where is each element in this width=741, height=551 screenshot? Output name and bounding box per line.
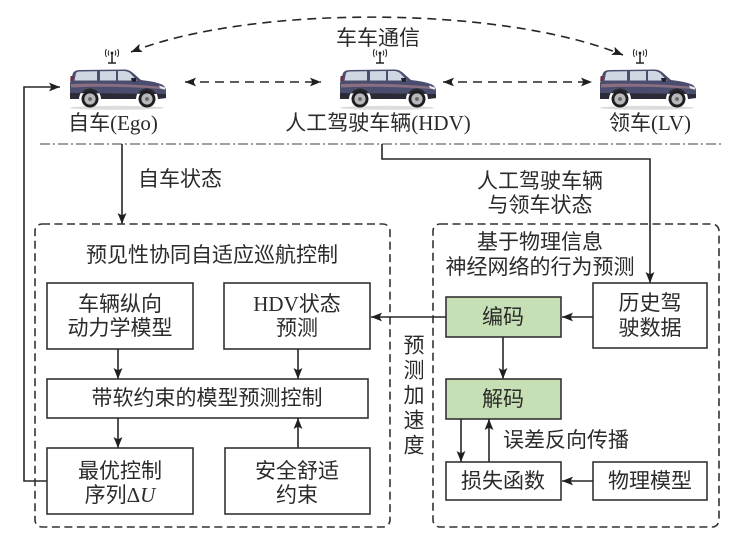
loss-function-label: 损失函数 bbox=[461, 469, 545, 493]
ego-vehicle: 自车(Ego) bbox=[68, 48, 167, 135]
antenna-icon bbox=[372, 48, 388, 64]
vehicle-dynamics-model-box bbox=[46, 282, 194, 350]
hdv-state-prediction-line2: 预测 bbox=[276, 316, 318, 340]
control-variable-symbol: U bbox=[140, 483, 157, 507]
encoder-label: 编码 bbox=[482, 305, 524, 329]
hdv-vehicle: 人工驾驶车辆(HDV) bbox=[285, 48, 471, 135]
predictor-title-line2: 神经网络的行为预测 bbox=[446, 255, 635, 279]
safety-comfort-constraints-line1: 安全舒适 bbox=[255, 459, 339, 483]
vehicle-dynamics-model-line2: 动力学模型 bbox=[68, 316, 173, 340]
hdv-vehicle-label: 人工驾驶车辆(HDV) bbox=[285, 111, 470, 135]
soft-constrained-mpc-label: 带软约束的模型预测控制 bbox=[92, 386, 323, 410]
historical-driving-data-line1: 历史驾 bbox=[619, 291, 682, 315]
ego-state-label: 自车状态 bbox=[138, 167, 222, 191]
decoder-box bbox=[445, 378, 562, 420]
physical-model-label: 物理模型 bbox=[608, 469, 692, 493]
antenna-icon bbox=[632, 48, 648, 64]
lv-car-icon bbox=[599, 68, 697, 110]
ego-vehicle-label: 自车(Ego) bbox=[68, 111, 158, 135]
predicted-acceleration-label: 预测加速度 bbox=[401, 334, 425, 459]
hdv-lv-state-label-line2: 与领车状态 bbox=[488, 193, 593, 217]
error-backprop-label: 误差反向传播 bbox=[503, 428, 629, 452]
predictor-group-box bbox=[432, 223, 720, 528]
safety-comfort-constraints-box bbox=[224, 447, 371, 515]
controller-title: 预见性协同自适应巡航控制 bbox=[86, 243, 338, 267]
hdv-car-icon bbox=[339, 68, 437, 110]
controller-group-box bbox=[34, 223, 391, 528]
loss-function-box bbox=[445, 461, 562, 501]
hdv-lv-state-arrow bbox=[381, 144, 655, 283]
safety-comfort-constraints-line2: 约束 bbox=[276, 483, 318, 507]
optimal-control-sequence-line2: 序列ΔU bbox=[85, 483, 158, 507]
optimal-control-sequence-prefix: 序列Δ bbox=[85, 483, 141, 507]
ego-car-icon bbox=[69, 68, 167, 110]
v2v-communication-label: 车车通信 bbox=[336, 26, 420, 50]
optimal-control-sequence-box bbox=[46, 447, 194, 515]
decoder-label: 解码 bbox=[482, 387, 524, 411]
hdv-lv-state-label-line1: 人工驾驶车辆 bbox=[477, 169, 603, 193]
historical-driving-data-line2: 驶数据 bbox=[619, 316, 682, 340]
lead-vehicle-label: 领车(LV) bbox=[609, 111, 691, 135]
predictor-title-line1: 基于物理信息 bbox=[477, 230, 603, 254]
hdv-state-prediction-line1: HDV状态 bbox=[253, 292, 341, 316]
historical-driving-data-box bbox=[592, 282, 708, 349]
lead-vehicle: 领车(LV) bbox=[599, 48, 697, 135]
v2v-curved-double-arrow bbox=[130, 16, 624, 56]
soft-constrained-mpc-box bbox=[46, 378, 369, 419]
hdv-state-prediction-box bbox=[223, 282, 371, 350]
encoder-box bbox=[445, 296, 562, 338]
antenna-icon bbox=[104, 48, 120, 64]
optimal-control-sequence-line1: 最优控制 bbox=[78, 459, 162, 483]
vehicle-dynamics-model-line1: 车辆纵向 bbox=[78, 292, 162, 316]
